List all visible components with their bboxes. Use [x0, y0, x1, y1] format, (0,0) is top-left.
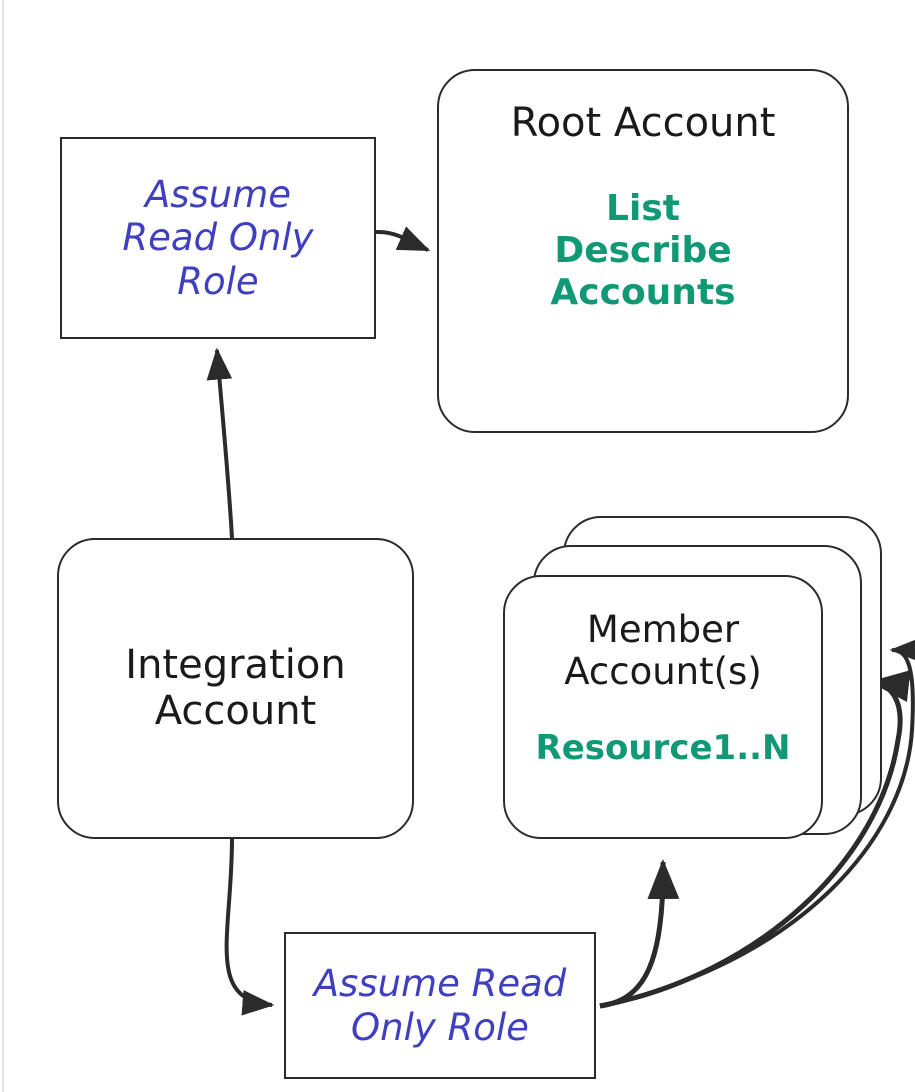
edge-assume-top-to-root	[375, 226, 431, 252]
node-integration-account[interactable]: Integration Account	[57, 538, 414, 839]
integration-account-label: Integration Account	[125, 642, 346, 734]
edge-integration-to-assume-bottom	[224, 838, 275, 1016]
assume-read-only-role-bottom-label: Assume Read Only Role	[313, 961, 567, 1049]
assume-read-only-role-top-label: Assume Read Only Role	[122, 172, 314, 303]
node-assume-read-only-role-top[interactable]: Assume Read Only Role	[60, 137, 376, 339]
root-account-title: Root Account	[510, 100, 776, 146]
edge-integration-to-assume-top	[206, 347, 234, 539]
edge-assume-bottom-to-member-front	[599, 859, 680, 1009]
member-account-title: Member Account(s)	[564, 608, 762, 693]
root-account-actions: List Describe Accounts	[550, 188, 736, 314]
node-member-account[interactable]: Member Account(s) Resource1..N	[503, 575, 823, 839]
node-root-account[interactable]: Root Account List Describe Accounts	[437, 69, 849, 433]
member-account-resources: Resource1..N	[535, 727, 791, 768]
node-assume-read-only-role-bottom[interactable]: Assume Read Only Role	[284, 932, 596, 1079]
